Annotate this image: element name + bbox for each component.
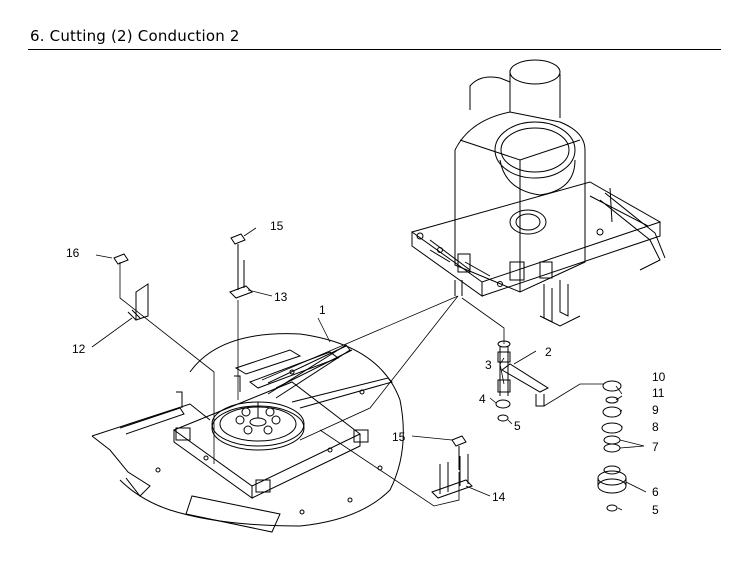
callout-5-upper: 5 (514, 419, 521, 433)
callout-labels: 1 2 3 4 5 5 6 7 8 9 10 11 12 13 14 15 15… (66, 219, 666, 517)
title-divider (28, 49, 721, 50)
callout-5-lower: 5 (652, 503, 659, 517)
small-parts (113, 233, 627, 512)
callout-7: 7 (652, 440, 659, 454)
callout-11: 11 (652, 386, 665, 400)
callout-15-upper: 15 (270, 219, 284, 233)
callout-4: 4 (479, 392, 486, 406)
callout-9: 9 (652, 403, 659, 417)
page-title: 6. Cutting (2) Conduction 2 (30, 27, 240, 45)
callout-10: 10 (652, 370, 666, 384)
callout-8: 8 (652, 420, 659, 434)
engine-assembly (410, 59, 666, 327)
leader-lines (91, 227, 647, 511)
callout-14: 14 (492, 490, 506, 504)
callout-2: 2 (545, 345, 552, 359)
callout-1: 1 (319, 303, 326, 317)
callout-6: 6 (652, 485, 659, 499)
cutting-deck (91, 333, 404, 533)
callout-13: 13 (274, 290, 288, 304)
callout-12: 12 (72, 342, 86, 356)
callout-15-lower: 15 (392, 430, 406, 444)
callout-3: 3 (485, 358, 492, 372)
callout-16: 16 (66, 246, 80, 260)
